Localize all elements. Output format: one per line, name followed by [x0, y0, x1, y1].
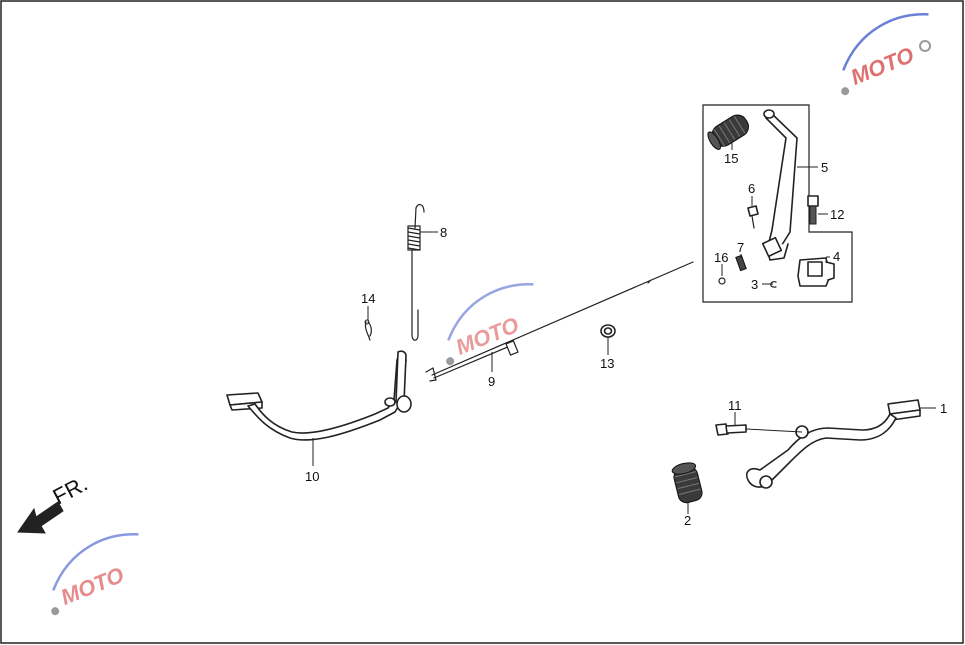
callout-13: 13 — [600, 356, 614, 371]
lever-holder-part — [797, 257, 835, 287]
callout-15: 15 — [724, 151, 738, 166]
ball-part — [718, 277, 726, 285]
watermark-logo-top-right: MOTO — [841, 13, 932, 96]
arrow-icon — [17, 501, 64, 534]
callout-16: 16 — [714, 250, 728, 265]
bolt-part-12 — [807, 195, 819, 225]
callout-10: 10 — [305, 469, 319, 484]
watermark-logo-center: MOTO — [446, 283, 534, 366]
callout-6: 6 — [748, 181, 755, 196]
cotter-pin-part — [364, 319, 372, 341]
brake-pedal-part — [226, 350, 412, 441]
callout-7: 7 — [737, 240, 744, 255]
small-spring-part — [735, 254, 747, 272]
callout-3: 3 — [751, 277, 758, 292]
leader-lines — [312, 142, 936, 514]
shift-pedal-part — [745, 399, 921, 489]
watermark-text: MOTO — [57, 562, 127, 610]
callout-labels: 1 2 3 4 5 6 7 8 9 10 11 12 13 14 15 16 — [305, 151, 947, 528]
bolt-part-11 — [715, 423, 803, 436]
watermark-logo-bottom-left: MOTO — [51, 533, 139, 616]
callout-1: 1 — [940, 401, 947, 416]
bolt-part-6 — [747, 205, 759, 229]
callout-4: 4 — [833, 249, 840, 264]
callout-8: 8 — [440, 225, 447, 240]
callout-9: 9 — [488, 374, 495, 389]
kick-lever-assembly-box — [702, 104, 853, 303]
washer-part — [600, 324, 616, 338]
kick-lever-grip-part — [707, 114, 749, 150]
shift-rubber-part — [671, 462, 703, 504]
callout-12: 12 — [830, 207, 844, 222]
front-direction-arrow: FR. — [17, 471, 92, 534]
callout-5: 5 — [821, 160, 828, 175]
spring-part — [407, 203, 425, 341]
callout-2: 2 — [684, 513, 691, 528]
kick-lever-part — [761, 109, 798, 261]
watermark-text: MOTO — [847, 42, 917, 90]
callout-11: 11 — [728, 398, 742, 413]
brake-rod-part — [425, 261, 694, 382]
callout-14: 14 — [361, 291, 375, 306]
